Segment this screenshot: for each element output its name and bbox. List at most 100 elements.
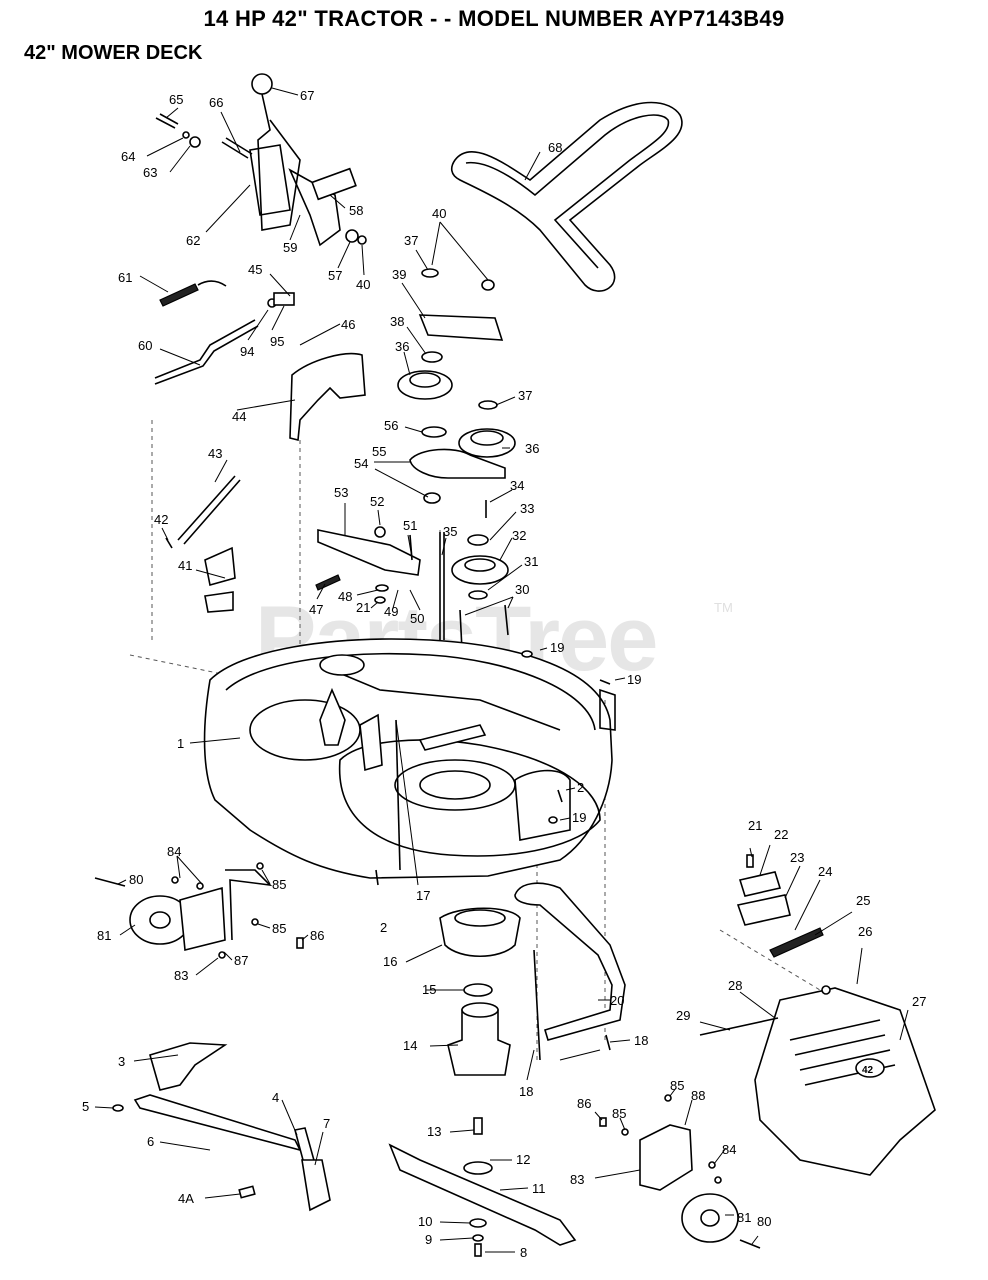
callout-24: 24	[818, 864, 832, 879]
callout-41: 41	[178, 558, 192, 573]
callout-50: 50	[410, 611, 424, 626]
callout-18: 18	[634, 1033, 648, 1048]
callout-23: 23	[790, 850, 804, 865]
page-title: 14 HP 42" TRACTOR - - MODEL NUMBER AYP71…	[203, 6, 785, 31]
callout-88: 88	[691, 1088, 705, 1103]
callout-95: 95	[270, 334, 284, 349]
callout-53: 53	[334, 485, 348, 500]
right-gauge-wheel-assembly[interactable]	[599, 1094, 761, 1249]
deck-drive-pulley[interactable]	[439, 500, 509, 651]
callout-37: 37	[518, 388, 532, 403]
callout-1: 1	[177, 736, 184, 751]
callout-3: 3	[118, 1054, 125, 1069]
callout-63: 63	[143, 165, 157, 180]
callout-54: 54	[354, 456, 368, 471]
callout-5: 5	[82, 1099, 89, 1114]
mower-deck-housing[interactable]	[203, 638, 616, 879]
deck-size-badge: 42	[862, 1065, 874, 1076]
callout-85: 85	[272, 921, 286, 936]
callout-60: 60	[138, 338, 152, 353]
callout-2: 2	[577, 780, 584, 795]
callout-33: 33	[520, 501, 534, 516]
callout-leaders	[94, 87, 909, 1253]
callout-84: 84	[167, 844, 181, 859]
lift-handle-assembly[interactable]	[155, 73, 367, 247]
callout-81: 81	[97, 928, 111, 943]
callout-56: 56	[384, 418, 398, 433]
callout-85: 85	[612, 1106, 626, 1121]
callout-18: 18	[519, 1084, 533, 1099]
callout-6: 6	[147, 1134, 154, 1149]
front-hanger-links[interactable]	[112, 1042, 331, 1212]
callout-81: 81	[737, 1210, 751, 1225]
pivot-bracket[interactable]	[289, 352, 366, 442]
callout-64: 64	[121, 149, 135, 164]
left-gauge-wheel-assembly[interactable]	[94, 862, 304, 959]
callout-47: 47	[309, 602, 323, 617]
callout-83: 83	[174, 968, 188, 983]
callout-32: 32	[512, 528, 526, 543]
callout-20: 20	[610, 993, 624, 1008]
callout-51: 51	[403, 518, 417, 533]
callout-29: 29	[676, 1008, 690, 1023]
callout-94: 94	[240, 344, 254, 359]
callout-4: 4	[272, 1090, 279, 1105]
callout-31: 31	[524, 554, 538, 569]
blade-spindle-assembly[interactable]	[439, 907, 521, 1076]
callout-16: 16	[383, 954, 397, 969]
callout-34: 34	[510, 478, 524, 493]
belt-guide[interactable]	[514, 882, 626, 1041]
callout-21: 21	[356, 600, 370, 615]
callout-80: 80	[129, 872, 143, 887]
callout-86: 86	[577, 1096, 591, 1111]
callout-26: 26	[858, 924, 872, 939]
callout-35: 35	[443, 524, 457, 539]
callout-80: 80	[757, 1214, 771, 1229]
callout-4a: 4A	[178, 1191, 194, 1206]
callout-46: 46	[341, 317, 355, 332]
callout-19: 19	[627, 672, 641, 687]
watermark-trademark: TM	[714, 600, 733, 615]
callout-21: 21	[748, 818, 762, 833]
callout-43: 43	[208, 446, 222, 461]
idler-arm-assembly[interactable]	[409, 400, 516, 504]
section-subtitle: 42" MOWER DECK	[24, 42, 203, 64]
idler-pulley-assembly[interactable]	[397, 268, 504, 400]
lift-rod-and-spring[interactable]	[154, 280, 295, 385]
callout-61: 61	[118, 270, 132, 285]
callout-30: 30	[515, 582, 529, 597]
callout-40: 40	[432, 206, 446, 221]
callout-11: 11	[532, 1181, 546, 1196]
callout-44: 44	[232, 409, 246, 424]
callout-83: 83	[570, 1172, 584, 1187]
callout-55: 55	[372, 444, 386, 459]
callout-84: 84	[722, 1142, 736, 1157]
callout-15: 15	[422, 982, 436, 997]
callout-49: 49	[384, 604, 398, 619]
callout-13: 13	[427, 1124, 441, 1139]
callout-8: 8	[520, 1245, 527, 1260]
callout-68: 68	[548, 140, 562, 155]
discharge-chute-assembly[interactable]: 42	[699, 854, 936, 1176]
belt[interactable]	[450, 101, 683, 292]
callout-42: 42	[154, 512, 168, 527]
callout-36: 36	[525, 441, 539, 456]
callout-12: 12	[516, 1152, 530, 1167]
callout-37: 37	[404, 233, 418, 248]
callout-22: 22	[774, 827, 788, 842]
callout-59: 59	[283, 240, 297, 255]
callout-86: 86	[310, 928, 324, 943]
deck-hardware[interactable]	[375, 650, 611, 1061]
callout-87: 87	[234, 953, 248, 968]
lift-arm-assembly[interactable]	[165, 475, 241, 613]
cutting-blade-assembly[interactable]	[388, 1117, 577, 1257]
callout-2: 2	[380, 920, 387, 935]
callout-45: 45	[248, 262, 262, 277]
callout-67: 67	[300, 88, 314, 103]
callout-39: 39	[392, 267, 406, 282]
callout-58: 58	[349, 203, 363, 218]
callout-38: 38	[390, 314, 404, 329]
idler-link-arm[interactable]	[315, 526, 421, 604]
callout-65: 65	[169, 92, 183, 107]
